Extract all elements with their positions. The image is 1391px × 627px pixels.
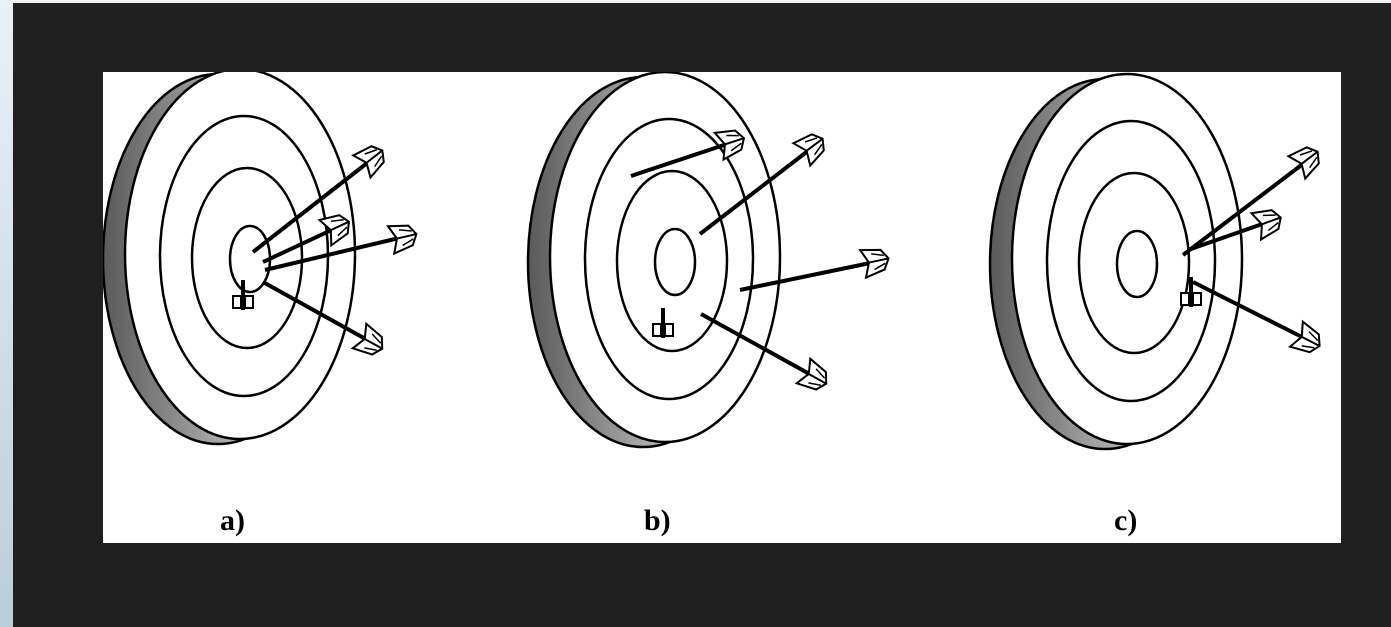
top-edge: [0, 0, 1391, 3]
target-icon: [528, 72, 780, 447]
panel-label-a: a): [220, 504, 245, 537]
panel-b-target-diagram: b): [528, 72, 891, 537]
figure-panel: a) b: [103, 72, 1341, 543]
panel-label-b: b): [644, 504, 671, 537]
left-edge-strip: [0, 0, 13, 627]
panel-a-target-diagram: a): [103, 72, 420, 537]
target-icon: [990, 74, 1242, 449]
panel-label-c: c): [1114, 504, 1137, 537]
panel-c-target-diagram: c): [990, 74, 1326, 537]
